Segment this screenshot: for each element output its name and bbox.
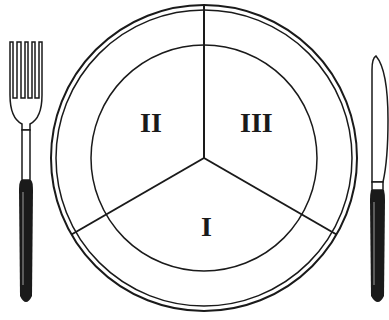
plate-section: I	[201, 213, 212, 241]
divider-line	[204, 158, 337, 235]
plate-section: III	[240, 109, 273, 137]
section-number: III	[240, 109, 273, 137]
section-number: II	[140, 109, 162, 137]
divider-line	[203, 5, 205, 158]
fork	[10, 42, 42, 302]
divider-line	[72, 158, 205, 235]
plate-rim	[51, 5, 357, 311]
section-number: I	[201, 213, 212, 241]
knife	[370, 56, 388, 302]
plate-section: II	[140, 109, 162, 137]
